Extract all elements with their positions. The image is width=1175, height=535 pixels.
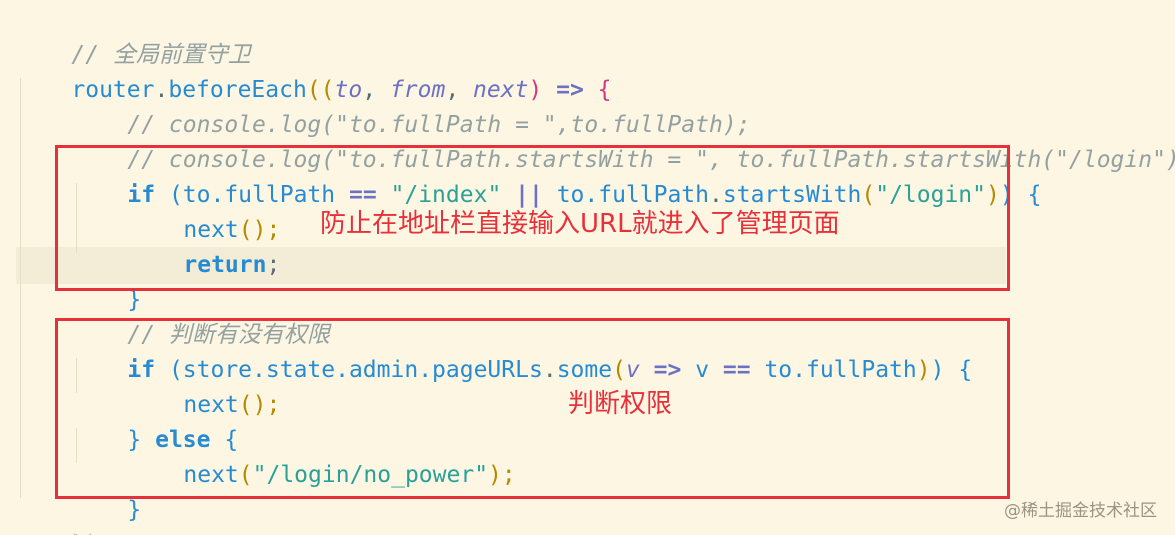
bracket: } bbox=[127, 497, 142, 523]
code-line-8[interactable]: } bbox=[72, 248, 141, 313]
string-literal: "/login" bbox=[875, 182, 986, 208]
code-line-15[interactable]: }) bbox=[16, 493, 99, 535]
bracket: ( bbox=[861, 182, 876, 208]
parameter: v bbox=[625, 357, 640, 383]
bracket: (); bbox=[238, 217, 281, 243]
code-line-13[interactable]: next("/login/no_power"); bbox=[128, 423, 515, 488]
code-line-3[interactable]: // console.log("to.fullPath = ",to.fullP… bbox=[72, 73, 750, 138]
function-name: startsWith bbox=[722, 182, 862, 208]
bracket: ) bbox=[930, 357, 945, 383]
comment: // console.log("to.fullPath = ",to.fullP… bbox=[127, 112, 751, 138]
comment: // console.log("to.fullPath.startsWith =… bbox=[127, 147, 1175, 173]
bracket: ( bbox=[238, 462, 253, 488]
punctuation: . bbox=[542, 357, 557, 383]
code-line-12[interactable]: } else { bbox=[72, 388, 238, 453]
parameter: from bbox=[389, 77, 446, 103]
identifier: to.fullPath bbox=[764, 357, 917, 383]
bracket: ); bbox=[488, 462, 516, 488]
comment: // 判断有没有权限 bbox=[127, 322, 330, 348]
code-line-2[interactable]: router.beforeEach((to, from, next) => { bbox=[16, 38, 611, 103]
indent-guide bbox=[76, 183, 77, 253]
bracket: ) bbox=[986, 182, 1000, 208]
bracket: ( bbox=[612, 357, 626, 383]
parameter: next bbox=[473, 77, 529, 103]
code-line-10[interactable]: if (store.state.admin.pageURLs.some(v =>… bbox=[72, 318, 972, 383]
keyword-if: if bbox=[127, 357, 156, 383]
keyword-return: return bbox=[183, 252, 267, 278]
bracket: ( bbox=[155, 357, 183, 383]
punctuation: , bbox=[362, 77, 390, 103]
identifier: to.fullPath bbox=[182, 182, 336, 208]
bracket: ( bbox=[155, 182, 183, 208]
annotation-box-url-guard bbox=[55, 145, 1010, 291]
bracket: (( bbox=[306, 77, 335, 103]
function-name: next bbox=[183, 462, 239, 488]
bracket: { bbox=[944, 357, 973, 383]
bracket: } bbox=[127, 287, 142, 313]
code-line-14[interactable]: } bbox=[72, 458, 141, 523]
punctuation: . bbox=[709, 182, 723, 208]
bracket: { bbox=[597, 77, 612, 103]
string-literal: "/login/no_power" bbox=[252, 462, 489, 488]
code-line-9[interactable]: // 判断有没有权限 bbox=[72, 283, 330, 348]
bracket: ) bbox=[528, 77, 543, 103]
identifier: router bbox=[71, 77, 155, 103]
identifier: v bbox=[695, 357, 710, 383]
identifier: store.state.admin.pageURLs bbox=[182, 357, 543, 383]
code-line-5[interactable]: if (to.fullPath == "/index" || to.fullPa… bbox=[72, 143, 1041, 208]
operator: => bbox=[542, 77, 598, 103]
operator: == bbox=[709, 357, 765, 383]
keyword-if: if bbox=[127, 182, 156, 208]
function-name: beforeEach bbox=[168, 77, 307, 103]
function-name: some bbox=[556, 357, 613, 383]
current-line-highlight bbox=[16, 247, 1006, 284]
annotation-box-permission bbox=[55, 318, 1010, 499]
parameter: to bbox=[334, 77, 363, 103]
function-name: next bbox=[183, 392, 239, 418]
watermark: @稀土掘金技术社区 bbox=[1004, 501, 1157, 521]
string-literal: "/index" bbox=[390, 182, 502, 208]
bracket: { bbox=[1013, 182, 1042, 208]
bracket: { bbox=[210, 427, 239, 453]
operator: || bbox=[501, 182, 557, 208]
operator: => bbox=[639, 357, 696, 383]
indent-guide bbox=[76, 428, 77, 463]
punctuation: . bbox=[154, 77, 169, 103]
indent-guide bbox=[20, 78, 21, 498]
annotation-label-permission: 判断权限 bbox=[568, 389, 673, 419]
identifier: to.fullPath bbox=[556, 182, 710, 208]
bracket: }) bbox=[71, 532, 99, 535]
code-line-1[interactable]: // 全局前置守卫 bbox=[16, 3, 251, 68]
bracket: (); bbox=[238, 392, 281, 418]
punctuation: ; bbox=[266, 252, 281, 278]
function-name: next bbox=[183, 217, 239, 243]
code-line-11[interactable]: next(); bbox=[128, 353, 280, 418]
indent-guide bbox=[76, 358, 77, 393]
bracket: } bbox=[127, 427, 156, 453]
code-line-4[interactable]: // console.log("to.fullPath.startsWith =… bbox=[72, 108, 1175, 173]
code-line-6[interactable]: next(); bbox=[128, 178, 280, 243]
keyword-else: else bbox=[155, 427, 211, 453]
bracket: ) bbox=[999, 182, 1014, 208]
operator: == bbox=[335, 182, 391, 208]
comment: // 全局前置守卫 bbox=[71, 42, 251, 68]
punctuation: , bbox=[445, 77, 474, 103]
bracket: ) bbox=[916, 357, 931, 383]
annotation-label-url-guard: 防止在地址栏直接输入URL就进入了管理页面 bbox=[320, 209, 840, 239]
code-line-7[interactable]: return; bbox=[128, 213, 280, 278]
